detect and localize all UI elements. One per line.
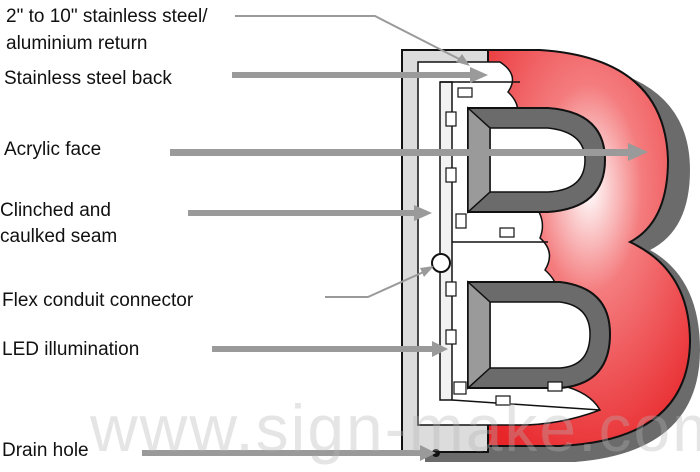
inner-wall	[439, 81, 453, 401]
label-acrylic-face: Acrylic face	[4, 139, 102, 160]
label-return-line1: 2" to 10" stainless steel/	[6, 6, 208, 27]
label-seam-line2: caulked seam	[0, 226, 118, 247]
label-drain-hole: Drain hole	[2, 440, 89, 461]
conduit-circle	[431, 253, 451, 273]
label-led-illumination: LED illumination	[2, 339, 140, 360]
watermark-text: www.sign-make.com	[90, 391, 700, 465]
pointer-arrows	[142, 15, 648, 461]
label-seam-line1: Clinched and	[0, 200, 111, 221]
label-return-line2: aluminium return	[6, 33, 148, 54]
label-flex-conduit: Flex conduit connector	[2, 290, 194, 311]
led-modules	[445, 87, 563, 406]
label-stainless-back: Stainless steel back	[4, 68, 172, 89]
